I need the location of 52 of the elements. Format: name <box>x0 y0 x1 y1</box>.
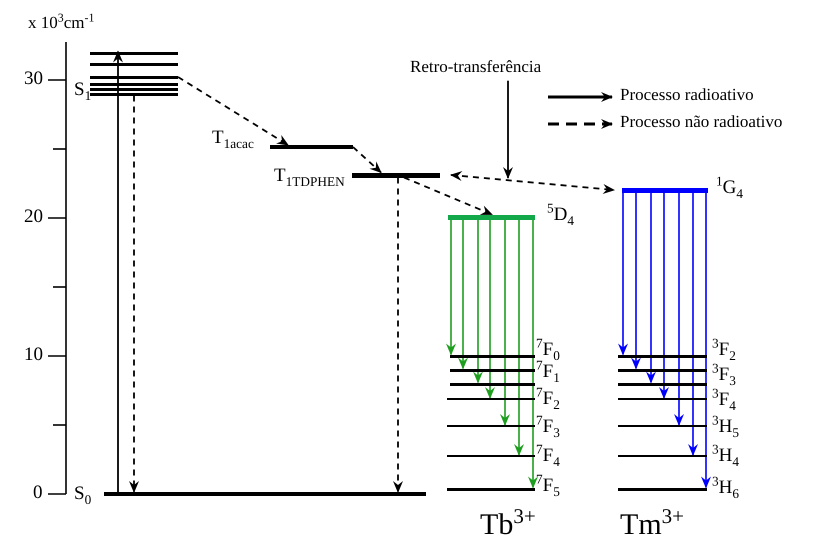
arrow <box>500 220 510 426</box>
arrow <box>485 220 495 399</box>
energy-level-line <box>450 382 535 386</box>
arrow <box>528 220 538 488</box>
arrow <box>674 192 684 426</box>
level-label: $^{1}$G$_{4}$ <box>716 178 744 199</box>
arrow <box>113 50 123 492</box>
legend-text: Processo não radioativo <box>620 113 782 132</box>
dashed-arrow <box>178 76 289 146</box>
level-label: S$_{1}$ <box>74 80 92 101</box>
arrow <box>659 192 669 399</box>
dashed-arrow <box>393 178 403 493</box>
dashed-double-headed-arrow <box>450 171 615 194</box>
arrow <box>458 220 468 370</box>
level-label: $^{7}$F$_{3}$ <box>536 417 560 438</box>
ion-label: Tm$^{3+}$ <box>620 508 684 541</box>
arrow <box>473 220 483 384</box>
arrow <box>446 220 456 356</box>
arrow <box>646 192 656 384</box>
energy-level-line <box>618 382 707 386</box>
level-label: $^{7}$F$_{4}$ <box>536 446 560 467</box>
arrow <box>631 192 641 370</box>
arrow <box>514 220 524 456</box>
level-label: $^{7}$F$_{2}$ <box>536 389 560 410</box>
axis-unit-label: x 10$^{3}$cm$^{-1}$ <box>28 14 94 33</box>
level-label: $^{7}$F$_{5}$ <box>536 476 560 497</box>
level-label: T$_{1TDPHEN}$ <box>274 166 345 187</box>
ion-label: Tb$^{3+}$ <box>480 508 536 541</box>
level-label: $^{3}$H$_{5}$ <box>712 417 740 438</box>
arrow <box>503 80 513 179</box>
dashed-arrow <box>352 146 382 174</box>
tick-label: 10 <box>24 345 43 366</box>
tick-label: 0 <box>33 483 42 504</box>
level-label: $^{3}$F$_{4}$ <box>712 390 736 411</box>
tick-label: 20 <box>24 207 43 228</box>
legend-text: Processo radioativo <box>620 86 754 105</box>
arrow <box>701 192 711 488</box>
level-label: S$_{0}$ <box>74 484 92 505</box>
level-label: $^{3}$F$_{3}$ <box>712 365 736 386</box>
dashed-arrow <box>129 96 139 493</box>
level-label: $^{3}$H$_{6}$ <box>712 478 740 499</box>
dashed-arrow <box>404 176 493 216</box>
level-label: $^{7}$F$_{0}$ <box>536 340 560 361</box>
level-label: $^{3}$F$_{2}$ <box>712 340 736 361</box>
tick-label: 30 <box>24 69 43 90</box>
level-label: $^{3}$H$_{4}$ <box>712 446 740 467</box>
level-label: $^{7}$F$_{1}$ <box>536 362 560 383</box>
arrow <box>618 192 628 356</box>
arrow <box>688 192 698 456</box>
annotation-text: Retro-transferência <box>410 58 542 77</box>
level-label: $^{5}$D$_{4}$ <box>547 205 574 226</box>
level-label: T$_{1acac}$ <box>212 128 254 149</box>
